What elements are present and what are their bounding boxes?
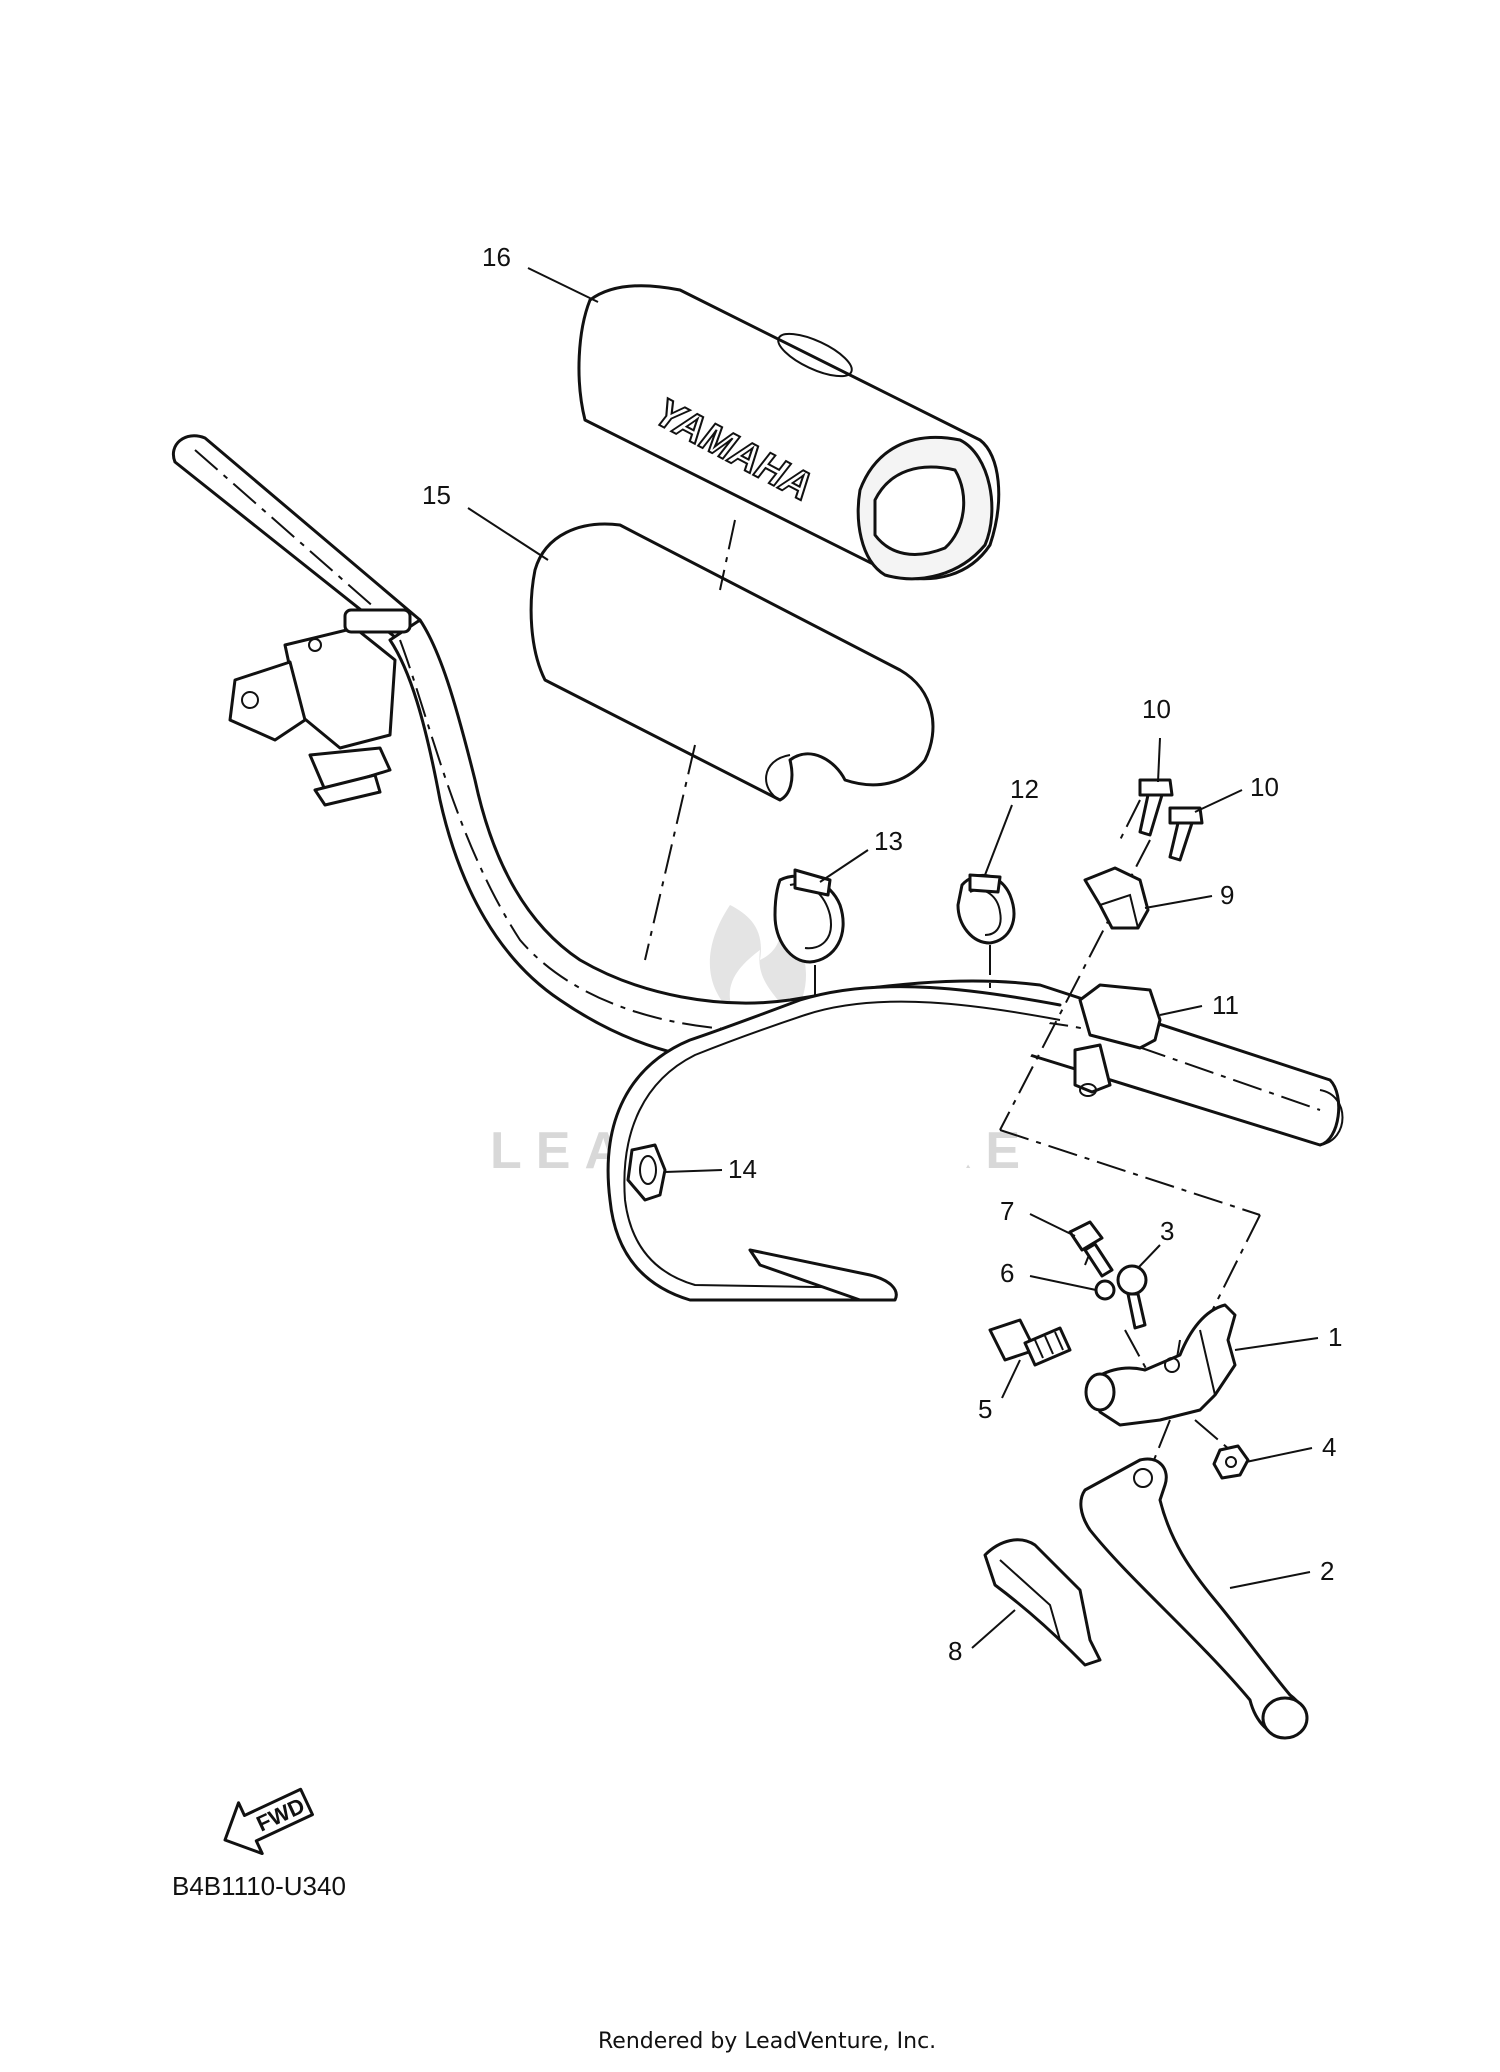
washer-6 (1094, 1279, 1116, 1301)
callout-7: 7 (1000, 1196, 1014, 1226)
bolts-10 (1138, 778, 1204, 862)
callout-14: 14 (728, 1154, 757, 1184)
adjuster-5 (988, 1318, 1072, 1367)
diagram-code: B4B1110-U340 (172, 1871, 346, 1901)
callout-3: 3 (1160, 1216, 1174, 1246)
pad-foam (529, 522, 935, 802)
fwd-arrow: FWD (223, 1787, 314, 1856)
lever-holder-1 (1084, 1303, 1237, 1427)
assembly-line-4 (1194, 1419, 1231, 1451)
callout-10b: 10 (1250, 772, 1279, 802)
leader-lines (467, 267, 1319, 1649)
callout-15: 15 (422, 480, 451, 510)
callout-11: 11 (1212, 990, 1239, 1020)
screw-3 (1116, 1264, 1148, 1330)
assembly-line-2 (1149, 1419, 1171, 1471)
callout-10a: 10 (1142, 694, 1171, 724)
callout-1: 1 (1328, 1322, 1342, 1352)
callout-12: 12 (1010, 774, 1039, 804)
clutch-lever-2 (1079, 1457, 1309, 1740)
callouts: 16 15 13 12 10 10 9 11 14 7 6 3 1 5 4 2 … (422, 242, 1342, 1666)
assembly-line-perch-2 (1209, 1214, 1261, 1316)
switch-holder-11 (1073, 983, 1162, 1097)
callout-16: 16 (482, 242, 511, 272)
footer-credit: Rendered by LeadVenture, Inc. (598, 2029, 936, 2054)
clutch-cable (606, 985, 1062, 1302)
cable-guide-14 (626, 1143, 667, 1202)
assembly-line-perch (999, 1129, 1261, 1216)
lever-cover-8 (983, 1538, 1102, 1667)
cable-holder-9 (1083, 866, 1150, 930)
assembly-line-10 (1119, 799, 1141, 841)
bolt-7 (1068, 1220, 1114, 1278)
callout-8: 8 (948, 1636, 962, 1666)
assembly-line-15 (644, 744, 696, 961)
callout-5: 5 (978, 1394, 992, 1424)
callout-2: 2 (1320, 1556, 1334, 1586)
nut-4 (1212, 1444, 1250, 1480)
left-switch-block (228, 608, 412, 807)
band-clamp-12 (956, 873, 1016, 945)
callout-9: 9 (1220, 880, 1234, 910)
callout-13: 13 (874, 826, 903, 856)
band-clamp-13 (773, 868, 845, 964)
callout-4: 4 (1322, 1432, 1336, 1462)
assembly-line-16 (719, 519, 736, 591)
callout-6: 6 (1000, 1258, 1014, 1288)
